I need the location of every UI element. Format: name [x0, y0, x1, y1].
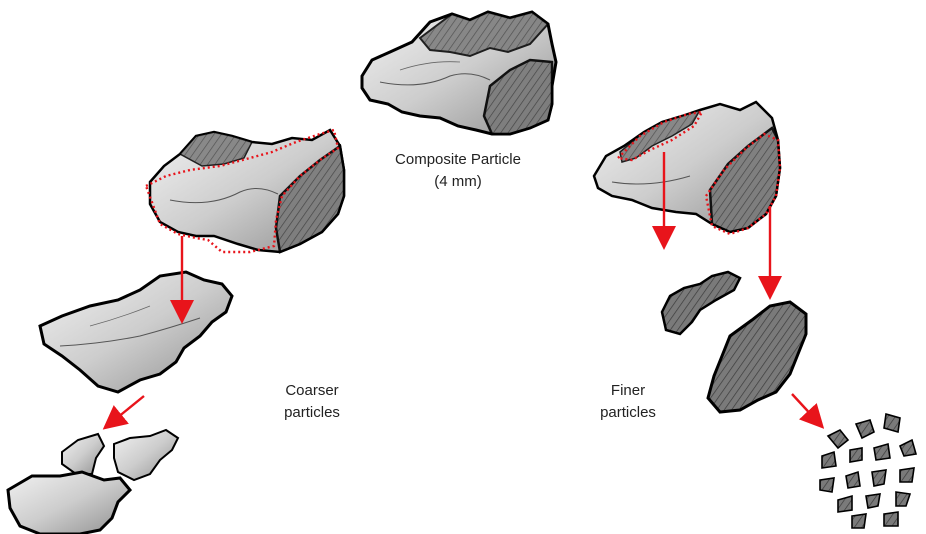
finer-label-line1: Finer	[611, 382, 645, 399]
finer-label: Finer particles	[600, 382, 656, 421]
coarser-label-line2: particles	[284, 404, 340, 421]
right-composite-particle	[592, 100, 782, 236]
composite-label-line1: Composite Particle	[395, 151, 521, 168]
composite-label-line2: (4 mm)	[434, 173, 482, 190]
finer-label-line2: particles	[600, 404, 656, 421]
coarser-label: Coarser particles	[284, 382, 340, 421]
coarser-label-line1: Coarser	[285, 382, 338, 399]
finer-particles	[819, 412, 918, 529]
left-composite-particle	[144, 128, 346, 254]
composite-label: Composite Particle (4 mm)	[395, 151, 521, 190]
coarser-particles	[6, 428, 180, 534]
finer-intermediate-particles	[660, 270, 808, 414]
left-intermediate-particle	[38, 270, 234, 394]
arrow-right-diagonal	[791, 393, 825, 429]
arrow-left-diagonal	[102, 395, 145, 430]
arrows	[102, 152, 825, 430]
composite-particle	[360, 10, 558, 136]
